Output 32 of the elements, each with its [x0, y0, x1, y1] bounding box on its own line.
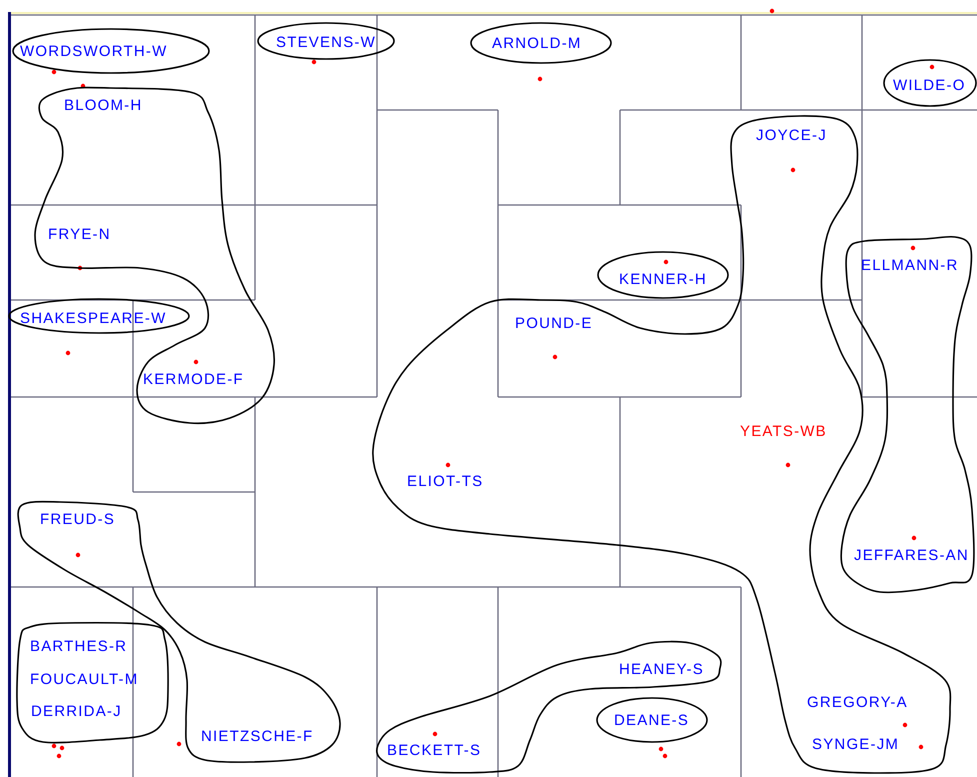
author-name: JOYCE-J: [756, 127, 827, 145]
author-name: FREUD-S: [40, 511, 116, 529]
author-name: WORDSWORTH-W: [20, 43, 168, 61]
author-name: POUND-E: [515, 315, 593, 333]
author-name: KERMODE-F: [143, 371, 244, 389]
name-oval: [12, 28, 210, 74]
author-name: YEATS-WB: [740, 423, 827, 441]
cluster-outline: [15, 621, 170, 744]
author-name: DEANE-S: [614, 712, 690, 730]
author-name: FRYE-N: [48, 226, 111, 244]
author-name: BLOOM-H: [64, 97, 142, 115]
name-oval: [257, 22, 395, 60]
author-name: DERRIDA-J: [31, 703, 122, 721]
author-name: WILDE-O: [893, 77, 966, 95]
cluster-outline: [376, 641, 722, 774]
name-oval: [596, 697, 708, 743]
name-oval: [883, 59, 977, 107]
author-name: NIETZSCHE-F: [201, 728, 314, 746]
author-name: BARTHES-R: [30, 638, 128, 656]
cluster-outline: [840, 235, 974, 594]
author-name: ARNOLD-M: [492, 35, 582, 53]
name-oval: [470, 22, 612, 64]
author-name: KENNER-H: [619, 271, 707, 289]
author-name: STEVENS-W: [276, 34, 376, 52]
author-name: GREGORY-A: [807, 694, 908, 712]
author-name: SYNGE-JM: [812, 736, 900, 754]
author-name: JEFFARES-AN: [854, 547, 969, 565]
author-name: HEANEY-S: [619, 661, 704, 679]
name-oval: [597, 251, 729, 299]
cluster-outline: [18, 500, 342, 764]
author-name: ELIOT-TS: [407, 473, 484, 491]
author-name: BECKETT-S: [387, 742, 482, 760]
